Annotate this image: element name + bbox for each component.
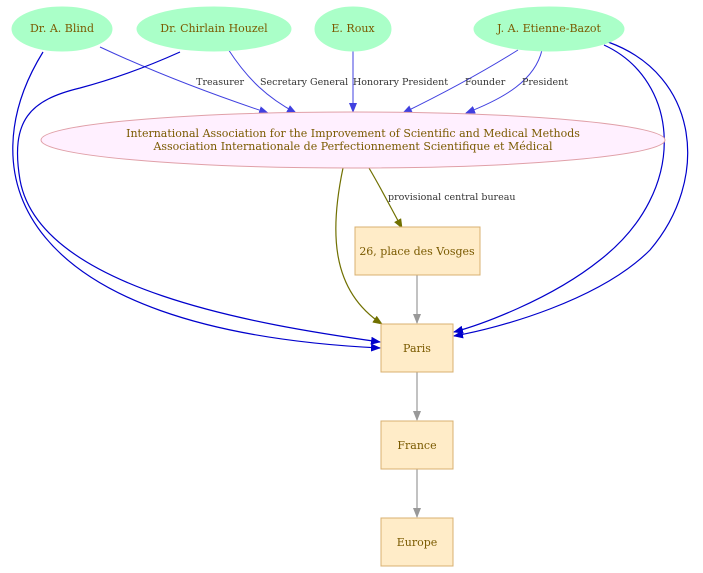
label-president: President <box>522 77 568 88</box>
edge-blind-paris <box>12 51 381 352</box>
organization-label-line2: Association Internationale de Perfection… <box>152 140 553 153</box>
person-node-roux[interactable]: E. Roux <box>314 6 392 52</box>
edge-bazot-founder <box>402 49 519 114</box>
label-honorary: Honorary President <box>353 77 448 88</box>
place-node-france[interactable]: France <box>380 420 454 470</box>
person-node-bazot[interactable]: J. A. Etienne-Bazot <box>473 6 625 52</box>
place-node-paris[interactable]: Paris <box>380 323 454 373</box>
person-node-houzel[interactable]: Dr. Chirlain Houzel <box>136 6 292 52</box>
person-label: Dr. A. Blind <box>30 22 94 35</box>
place-label: Europe <box>397 536 438 549</box>
person-label: J. A. Etienne-Bazot <box>496 22 601 35</box>
label-bureau: provisional central bureau <box>388 192 516 203</box>
edge-org-vosges <box>368 167 403 229</box>
edge-bazot-paris-1 <box>453 44 665 334</box>
person-label: Dr. Chirlain Houzel <box>160 22 268 35</box>
org-edges <box>335 167 403 325</box>
place-node-europe[interactable]: Europe <box>380 517 454 567</box>
label-treasurer: Treasurer <box>196 77 244 88</box>
person-node-blind[interactable]: Dr. A. Blind <box>11 6 113 52</box>
role-edge-labels: Treasurer Secretary General Honorary Pre… <box>196 77 568 88</box>
label-founder: Founder <box>465 77 506 88</box>
place-label: France <box>397 439 436 452</box>
place-label: Paris <box>403 342 431 355</box>
place-node-vosges[interactable]: 26, place des Vosges <box>354 226 481 276</box>
edge-houzel-secretary <box>227 48 297 114</box>
role-edges <box>99 46 543 114</box>
organization-label-line1: International Association for the Improv… <box>126 127 580 140</box>
organization-node[interactable]: International Association for the Improv… <box>40 111 666 169</box>
edge-org-paris <box>335 167 383 325</box>
edge-houzel-paris <box>16 51 381 345</box>
edge-blind-treasurer <box>99 46 269 114</box>
location-edges <box>12 41 689 352</box>
label-secretary: Secretary General <box>260 77 348 88</box>
edge-bazot-president <box>465 49 543 114</box>
edge-bazot-paris-2 <box>453 41 689 339</box>
place-label: 26, place des Vosges <box>359 245 475 258</box>
person-label: E. Roux <box>331 22 375 35</box>
